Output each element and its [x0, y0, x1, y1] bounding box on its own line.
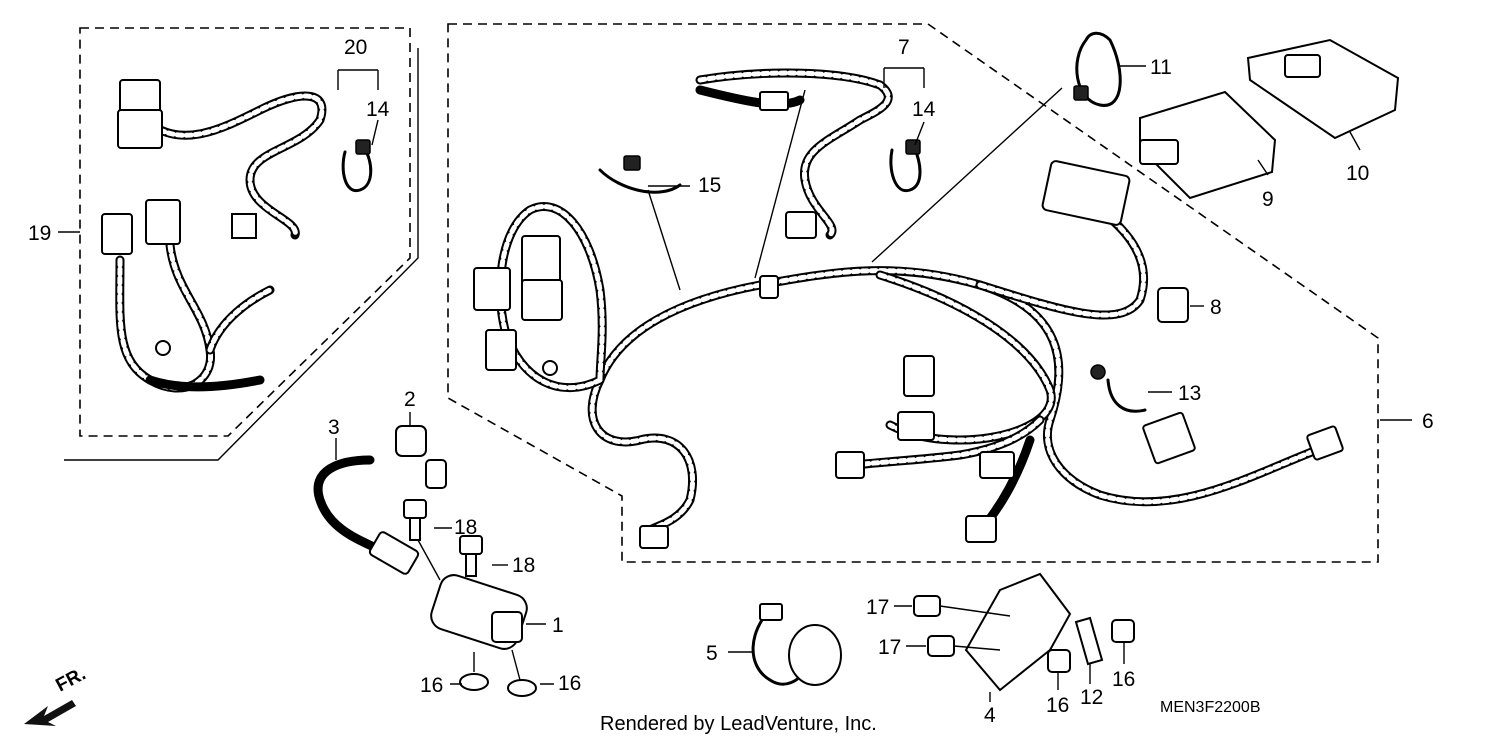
part-16-nut-c: [1047, 649, 1071, 673]
callout-9: 9: [1262, 188, 1274, 211]
callout-8: 8: [1210, 296, 1222, 319]
callout-2: 2: [404, 388, 416, 411]
part-5-buzzer: [751, 603, 842, 686]
front-direction-label: FR.: [52, 664, 89, 697]
callout-labels: 20 14 19 7 14 15 11 9 10 8 13 6 2 3 18 1…: [28, 36, 1434, 727]
group-outline-6: [447, 23, 1379, 563]
callout-16d: 16: [1112, 668, 1135, 691]
part-16-nut-d: [1111, 619, 1135, 643]
callout-15: 15: [698, 174, 721, 197]
callout-13: 13: [1178, 382, 1201, 405]
part-13-clip: [1090, 364, 1147, 413]
leader-lines: [58, 65, 1412, 702]
callout-19: 19: [28, 222, 51, 245]
group-outline-19-shadow: [64, 48, 419, 461]
callout-7: 7: [898, 36, 910, 59]
callout-20: 20: [344, 36, 367, 59]
part-10-cover: [1246, 38, 1400, 140]
callout-4: 4: [984, 704, 996, 727]
callout-1: 1: [552, 614, 564, 637]
callout-14b: 14: [912, 98, 936, 121]
callout-10: 10: [1346, 162, 1369, 185]
part-8-connector: [1157, 287, 1189, 323]
part-11-clip: [1073, 31, 1122, 107]
callout-16a: 16: [420, 674, 443, 697]
part-12-bracket: [1074, 616, 1104, 666]
part-16-nut-b: [507, 679, 537, 697]
callout-5: 5: [706, 642, 718, 665]
part-18-bolt-a: [403, 499, 427, 541]
callout-17a: 17: [866, 596, 889, 619]
callout-17b: 17: [878, 636, 901, 659]
callout-14a: 14: [366, 98, 390, 121]
part-3-lead: [313, 455, 420, 575]
part-15-band: [598, 155, 682, 194]
callout-11: 11: [1150, 56, 1172, 79]
part-17-bolt-b: [927, 635, 955, 657]
callout-12: 12: [1080, 686, 1103, 709]
diagram-code: MEN3F2200B: [1160, 699, 1261, 716]
callout-6: 6: [1422, 410, 1434, 433]
sub-harness-20: [117, 79, 373, 240]
callout-18a: 18: [454, 516, 477, 539]
front-direction-arrow: FR.: [24, 664, 89, 726]
callout-3: 3: [328, 416, 340, 439]
part-2-sensor: [395, 425, 447, 489]
callout-18b: 18: [512, 554, 535, 577]
credit-text: Rendered by LeadVenture, Inc.: [600, 713, 877, 735]
part-16-nut-a: [459, 673, 489, 691]
part-17-bolt-a: [913, 595, 941, 617]
part-1-relay: [430, 574, 528, 650]
callout-16b: 16: [558, 672, 581, 695]
callout-16c: 16: [1046, 694, 1069, 717]
sub-harness-7: [695, 68, 922, 240]
main-harness-6: [473, 160, 1344, 549]
part-9-module: [1139, 90, 1277, 200]
sub-harness-19: [101, 199, 275, 393]
part-18-bolt-b: [459, 535, 483, 577]
group-outline-19: [79, 27, 411, 437]
